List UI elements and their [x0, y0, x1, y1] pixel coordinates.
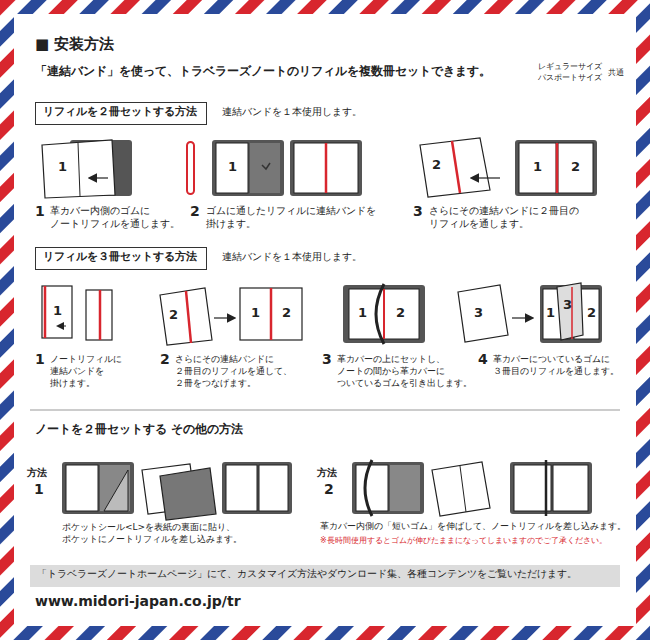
method-label: 方法	[27, 466, 47, 480]
step-number: 4	[478, 350, 488, 369]
box-text: リフィルを２冊セットする方法	[43, 105, 199, 120]
page-title: ■ 安装方法	[35, 34, 114, 54]
size-note: 共通	[608, 68, 624, 79]
refill-number: 1	[533, 158, 542, 176]
method-number: 1	[34, 480, 44, 499]
box-text: 「トラベラーズノートホームページ」にて、カスタマイズ方法やダウンロード集、各種コ…	[37, 567, 613, 581]
website-url: www.midori-japan.co.jp/tr	[35, 592, 241, 611]
intro-text: 「連結バンド」を使って、トラベラーズノートのリフィルを複数冊セットできます。	[35, 63, 491, 79]
step-text: ゴムに通したリフィルに連結バンドを 掛けます。	[206, 205, 378, 231]
refill-number: 2	[571, 158, 580, 176]
method-label: 方法	[317, 466, 337, 480]
refill-number: 1	[546, 304, 555, 322]
refill-number: 1	[228, 158, 237, 176]
step-text: さらにその連結バンドに ２冊目のリフィルを通して、 ２冊をつなげます。	[175, 353, 307, 389]
step-text: さらにその連結バンドに２冊目の リフィルを通します。	[429, 205, 581, 231]
step-text: 革カバーの上にセットし、 ノートの間から革カバーに ついているゴムを引き出します…	[337, 353, 477, 389]
refill-number: 2	[169, 306, 178, 324]
step-number: 3	[322, 350, 332, 369]
size-note: レギュラーサイズ パスポートサイズ	[538, 62, 606, 84]
step-number: 3	[413, 202, 423, 221]
step-number: 1	[35, 350, 45, 369]
step-text: 革カバー内側のゴムに ノートリフィルを通します。	[50, 205, 180, 231]
step-text: ノートリフィルに 連結バンドを 掛けます。	[50, 353, 130, 389]
section-box: リフィルを２冊セットする方法	[35, 102, 207, 125]
step-number: 2	[190, 202, 200, 221]
refill-number: 1	[251, 304, 260, 322]
refill-number: 3	[563, 296, 572, 314]
refill-number: 2	[432, 156, 441, 174]
refill-number: 2	[396, 304, 405, 322]
method-number: 2	[324, 480, 334, 499]
refill-number: 2	[587, 304, 596, 322]
section-heading: ノートを２冊セットする その他の方法	[35, 421, 243, 437]
method-text: ポケットシール<L>を表紙の裏面に貼り、 ポケットにノートリフィルを差し込みます…	[62, 521, 262, 545]
step-text: 革カバーについているゴムに ３冊目のリフィルを通します。	[493, 353, 625, 377]
section-note: 連結バンドを１本使用します。	[222, 105, 362, 119]
caution-note: ※長時間使用するとゴムが伸びたままになってしまいますのでご了承ください。	[320, 536, 607, 547]
refill-number: 1	[53, 302, 62, 320]
section-note: 連結バンドを１本使用します。	[222, 250, 362, 264]
refill-number: 1	[58, 158, 67, 176]
refill-number: 2	[282, 304, 291, 322]
refill-number: 1	[358, 304, 367, 322]
step-number: 1	[35, 202, 45, 221]
refill-number: 3	[474, 304, 483, 322]
box-text: リフィルを３冊セットする方法	[43, 250, 199, 265]
step-number: 2	[160, 350, 170, 369]
section-box: リフィルを３冊セットする方法	[35, 247, 207, 270]
method-text: 革カバー内側の「短いゴム」を伸ばして、ノートリフィルを差し込みます。	[320, 521, 626, 532]
info-bar: 「トラベラーズノートホームページ」にて、カスタマイズ方法やダウンロード集、各種コ…	[30, 565, 620, 587]
